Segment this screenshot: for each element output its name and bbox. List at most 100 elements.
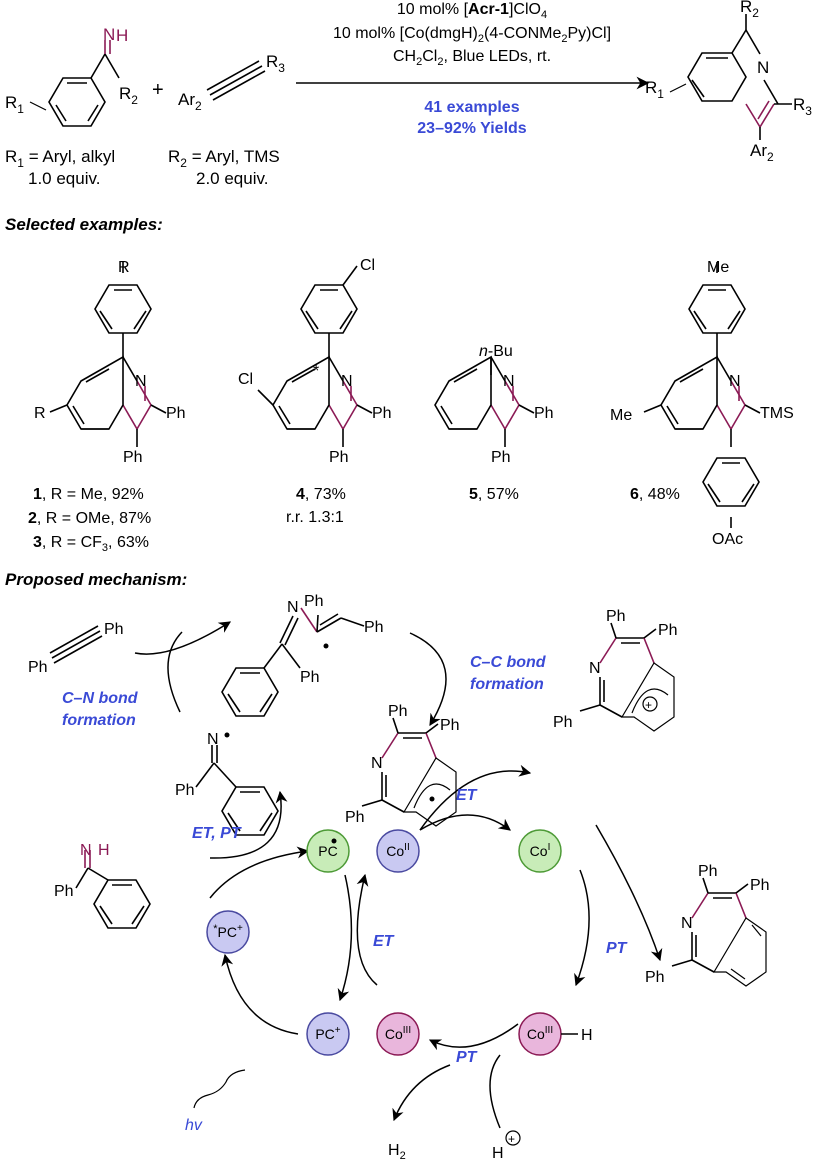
caption-5: 5, 57% — [469, 486, 519, 503]
example-1-r6: R — [34, 405, 46, 422]
alkyne-ar2-label: Ar2 — [178, 90, 202, 113]
svg-text:10 mol% [Co(dmgH)2(4-CONMe2Py): 10 mol% [Co(dmgH)2(4-CONMe2Py)Cl] — [333, 25, 611, 45]
plus-charge-icon: + — [645, 698, 652, 712]
r1-label: R1 — [5, 93, 24, 116]
example-6-me-ring: Me — [610, 407, 632, 424]
pc-excited-node-label: *PC+ — [213, 923, 243, 940]
product-r1-label: R1 — [645, 78, 664, 101]
example-6-me-para: Me — [707, 259, 729, 276]
r1-definition: R1 = Aryl, alkyl — [5, 147, 115, 170]
product-r2-label: R2 — [740, 0, 759, 20]
cation-ph-bottom: Ph — [553, 714, 573, 731]
plus-charge-icon — [505, 1130, 521, 1146]
mechanism-imine-n: N — [80, 842, 92, 859]
pc-radical-node-label: PC — [318, 843, 337, 859]
product-r3-label: R3 — [793, 95, 812, 118]
cn-formation-label: formation — [62, 712, 136, 729]
example-4-structure — [257, 265, 373, 447]
example-4-cl-meta: Cl — [360, 257, 375, 274]
radical-dot — [429, 796, 435, 802]
co-iii-h-node-label: CoIII — [527, 1025, 553, 1042]
pc-excited-node: *PC+ — [206, 910, 250, 954]
circle-node-icon — [376, 829, 420, 873]
excitation-arrow — [221, 953, 299, 1035]
imine-n-label: N — [103, 25, 115, 44]
co-ii-node-label: CoII — [386, 842, 409, 859]
co-h-label: H — [581, 1027, 593, 1044]
imine-reactant — [29, 40, 120, 127]
cn-cycle-arc — [167, 631, 183, 713]
selected-examples-heading: Selected examples: — [5, 215, 163, 234]
example-6-structure — [643, 262, 761, 528]
vinyl-ph-bottom: Ph — [300, 669, 320, 686]
example-1-structure — [49, 262, 167, 447]
example-5-ph4: Ph — [491, 449, 511, 466]
benzene-ring-icon — [93, 879, 151, 929]
oxidation-arrow — [419, 764, 532, 831]
mechanism-heading: Proposed mechanism: — [5, 570, 187, 589]
radical-dot — [331, 838, 337, 844]
cc-bond-label: C–C bond — [470, 654, 547, 671]
arenium-cation — [579, 622, 675, 732]
pc-radical-node: PC — [306, 829, 350, 873]
benzene-ring-icon — [688, 284, 746, 334]
caption-4: 4, 73% — [296, 486, 346, 503]
hv-label: hv — [185, 1117, 203, 1134]
cc-arrow — [409, 632, 447, 727]
conditions-block: 10 mol% [Acr-1]ClO4 10 mol% [Co(dmgH)2(4… — [333, 1, 611, 68]
mechanism-product — [671, 877, 767, 987]
vinyl-n: N — [287, 599, 299, 616]
et-pt-label: ET, PT — [192, 825, 242, 842]
pc-cycle-arc — [209, 846, 310, 899]
iminyl-radical — [195, 745, 279, 836]
benzene-ring-icon — [94, 284, 152, 334]
cation-ph-right: Ph — [658, 622, 678, 639]
cyclized-radical — [361, 717, 457, 827]
benzene-ring-icon — [221, 667, 279, 717]
vinyl-radical-intermediate — [221, 607, 365, 717]
alkyne-reactant — [206, 60, 266, 101]
et-top-label: ET — [456, 787, 478, 804]
example-6-tms: TMS — [760, 405, 794, 422]
example-4-n: N — [341, 373, 353, 390]
final-n: N — [681, 915, 693, 932]
example-5-structure — [434, 355, 535, 447]
example-1-ph3: Ph — [166, 405, 186, 422]
example-1-n: N — [135, 373, 147, 390]
cn-bond-label: C–N bond — [62, 690, 139, 707]
svg-text:CH2Cl2, Blue LEDs, rt.: CH2Cl2, Blue LEDs, rt. — [393, 48, 551, 68]
co-ii-node: CoII — [376, 829, 420, 873]
plus-sign: + — [152, 79, 164, 101]
benzene-ring-icon — [48, 77, 106, 127]
cyclized-ph-bottom: Ph — [345, 809, 365, 826]
example-captions: 1, R = Me, 92% 2, R = OMe, 87% 3, R = CF… — [28, 486, 680, 554]
circle-node-icon — [376, 1012, 420, 1056]
cation-n: N — [589, 660, 601, 677]
cyclized-ph-right: Ph — [440, 717, 460, 734]
product-n-label: N — [757, 58, 769, 77]
imine-h-label: H — [116, 26, 128, 45]
example-4-ph4: Ph — [329, 449, 349, 466]
example-4-ph3: Ph — [372, 405, 392, 422]
caption-4-rr: r.r. 1.3:1 — [286, 509, 344, 526]
caption-3: 3, R = CF3, 63% — [33, 534, 149, 554]
svg-text:10 mol% [Acr-1]ClO4: 10 mol% [Acr-1]ClO4 — [397, 1, 547, 21]
co-i-node-label: CoI — [530, 842, 551, 859]
h2-release-arrow — [392, 1064, 451, 1122]
pt-bottom-arrow — [428, 1023, 519, 1051]
product-ar2-label: Ar2 — [750, 141, 774, 164]
plus-charge-icon: + — [508, 1132, 515, 1146]
iminyl-ph: Ph — [175, 782, 195, 799]
et-mid-arrow-down — [337, 874, 353, 1002]
examples-count: 41 examples — [424, 99, 519, 116]
benzene-ring-icon — [300, 284, 358, 334]
alkyne-ph-right: Ph — [104, 621, 124, 638]
caption-2: 2, R = OMe, 87% — [28, 510, 151, 527]
hplus-arc — [489, 1054, 501, 1129]
pt-bottom-label: PT — [456, 1049, 478, 1066]
mechanism-imine-h: H — [98, 842, 110, 859]
mechanism-imine — [75, 850, 151, 929]
yields-range: 23–92% Yields — [417, 120, 527, 137]
et-mid-arrow-up — [356, 873, 378, 986]
